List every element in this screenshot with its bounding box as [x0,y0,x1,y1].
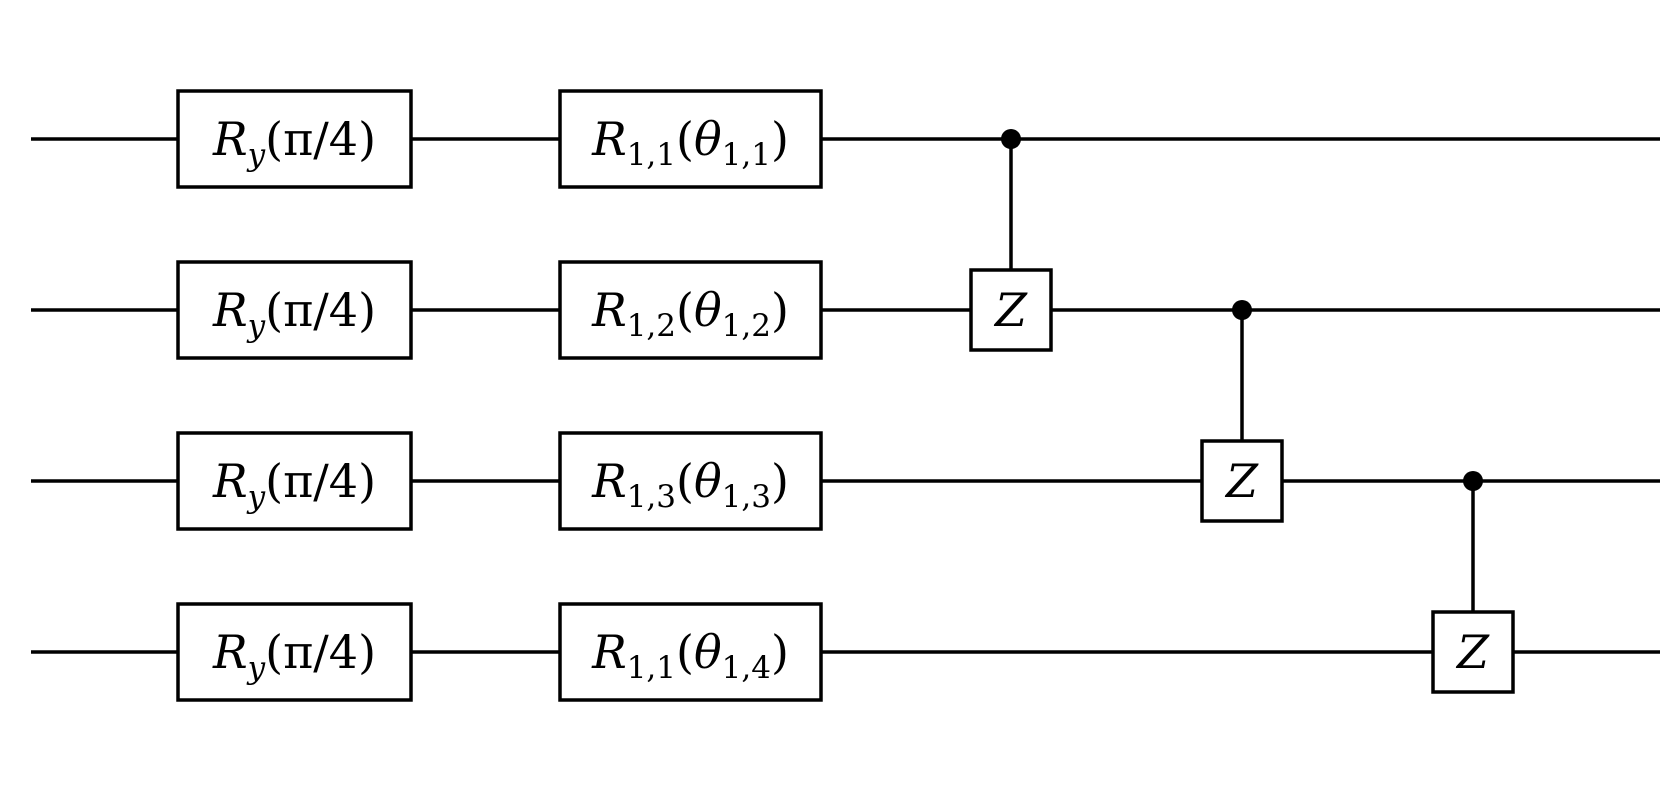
gate-label: Ry(π/4) [212,112,376,173]
z-gate-box-2 [1431,610,1515,694]
gate-label-sub: 1,1 [627,650,676,686]
gate-label-sub: y [246,137,266,173]
gate-box [558,602,823,702]
gate-label-paren: ( [265,112,283,166]
gate-label-name: R [591,112,627,166]
gate-label-arg: θ [694,625,722,679]
gate-label-sub: y [246,308,266,344]
gate-label-paren: ( [265,625,283,679]
gate-label-arg: θ [694,454,722,508]
z-gate-label-1: Z [1224,454,1259,508]
gate-label-argSub: 1,2 [722,308,771,344]
gate-col0-q3: Ry(π/4) [176,602,413,702]
gate-box [558,260,823,360]
gate-label-paren: ) [771,112,789,166]
control-dot-1 [1232,300,1252,320]
gate-label-name: R [212,454,248,508]
z-gate-label-2: Z [1455,625,1490,679]
z-gate-box-1 [1200,439,1284,523]
gate-label-paren: ( [676,454,694,508]
gate-col0-q2: Ry(π/4) [176,431,413,531]
gate-label-paren: ) [771,283,789,337]
gate-col1-q3: R1,1(θ1,4) [558,602,823,702]
gate-label-paren: ) [358,112,376,166]
gate-label-name: R [591,625,627,679]
gate-label-sub: y [246,650,266,686]
qubit-wires [31,137,1660,654]
gate-col0-q0: Ry(π/4) [176,89,413,189]
gate-col1-q0: R1,1(θ1,1) [558,89,823,189]
gate-label: R1,2(θ1,2) [591,283,789,344]
gate-box [558,89,823,189]
gate-box [176,602,413,702]
gate-col0-q1: Ry(π/4) [176,260,413,360]
gate-label-name: R [591,454,627,508]
gate-label-argSub: 1,3 [722,479,771,515]
gate-label-paren: ) [358,625,376,679]
gate-label: Ry(π/4) [212,625,376,686]
gate-label-paren: ( [676,283,694,337]
gate-label: R1,3(θ1,3) [591,454,789,515]
gate-label-argSub: 1,4 [722,650,771,686]
gate-label-paren: ( [265,283,283,337]
gate-label-paren: ( [676,625,694,679]
gate-col1-q1: R1,2(θ1,2) [558,260,823,360]
control-dot-2 [1463,471,1483,491]
gate-label-name: R [212,625,248,679]
gate-label-argSub: 1,1 [722,137,771,173]
gate-label-paren: ) [358,454,376,508]
gate-label-arg: π/4 [283,454,358,508]
gate-label-arg: π/4 [283,283,358,337]
z-gate-label-0: Z [993,283,1028,337]
gate-box [176,89,413,189]
gate-label-paren: ) [358,283,376,337]
gate-label: Ry(π/4) [212,283,376,344]
gate-label-sub: y [246,479,266,515]
gate-box [176,260,413,360]
z-gate-box-0 [969,268,1053,352]
gate-label-paren: ( [265,454,283,508]
gate-label-name: R [591,283,627,337]
gate-label-sub: 1,1 [627,137,676,173]
gate-label-paren: ( [676,112,694,166]
gate-box [176,431,413,531]
gate-label: R1,1(θ1,4) [591,625,789,686]
gate-label-paren: ) [771,454,789,508]
gate-label-arg: θ [694,283,722,337]
gate-box [558,431,823,531]
gate-layer: Ry(π/4)Ry(π/4)Ry(π/4)Ry(π/4)R1,1(θ1,1)R1… [176,89,1515,702]
gate-label-paren: ) [771,625,789,679]
gate-col1-q2: R1,3(θ1,3) [558,431,823,531]
gate-label-arg: π/4 [283,625,358,679]
gate-label-sub: 1,2 [627,308,676,344]
control-connectors [1009,139,1475,612]
control-dot-0 [1001,129,1021,149]
gate-label: Ry(π/4) [212,454,376,515]
gate-label-name: R [212,283,248,337]
gate-label-sub: 1,3 [627,479,676,515]
gate-label-name: R [212,112,248,166]
gate-label-arg: π/4 [283,112,358,166]
gate-label: R1,1(θ1,1) [591,112,789,173]
gate-label-arg: θ [694,112,722,166]
